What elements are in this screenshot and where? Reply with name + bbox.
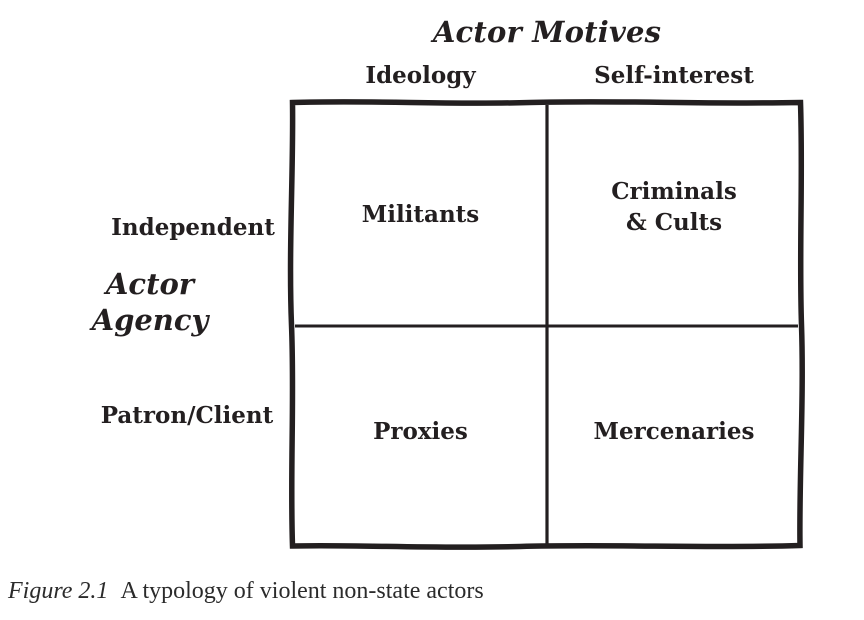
cell-mercenaries: Mercenaries [593, 418, 755, 445]
row-header-independent: Independent [111, 214, 275, 241]
matrix-outer-border [287, 98, 805, 551]
row-axis-title: Actor Agency [50, 266, 250, 338]
row-axis-title-line2: Agency [91, 303, 209, 337]
cell-proxies: Proxies [373, 418, 468, 445]
column-axis-title: Actor Motives [432, 15, 662, 49]
column-header-ideology: Ideology [365, 62, 476, 89]
cell-criminals-cults-line1: Criminals [611, 178, 737, 205]
cell-criminals-cults-line2: & Cults [625, 209, 723, 236]
figure-number: Figure 2.1 [8, 578, 109, 604]
row-axis-title-line1: Actor [105, 267, 195, 301]
row-header-patron-client: Patron/Client [100, 402, 274, 429]
figure-caption-text: A typology of violent non-state actors [120, 578, 484, 604]
cell-criminals-cults: Criminals & Cults [547, 176, 801, 238]
column-header-self-interest: Self-interest [594, 62, 754, 89]
figure-caption: Figure 2.1 A typology of violent non-stat… [8, 578, 708, 605]
cell-militants: Militants [361, 201, 480, 228]
